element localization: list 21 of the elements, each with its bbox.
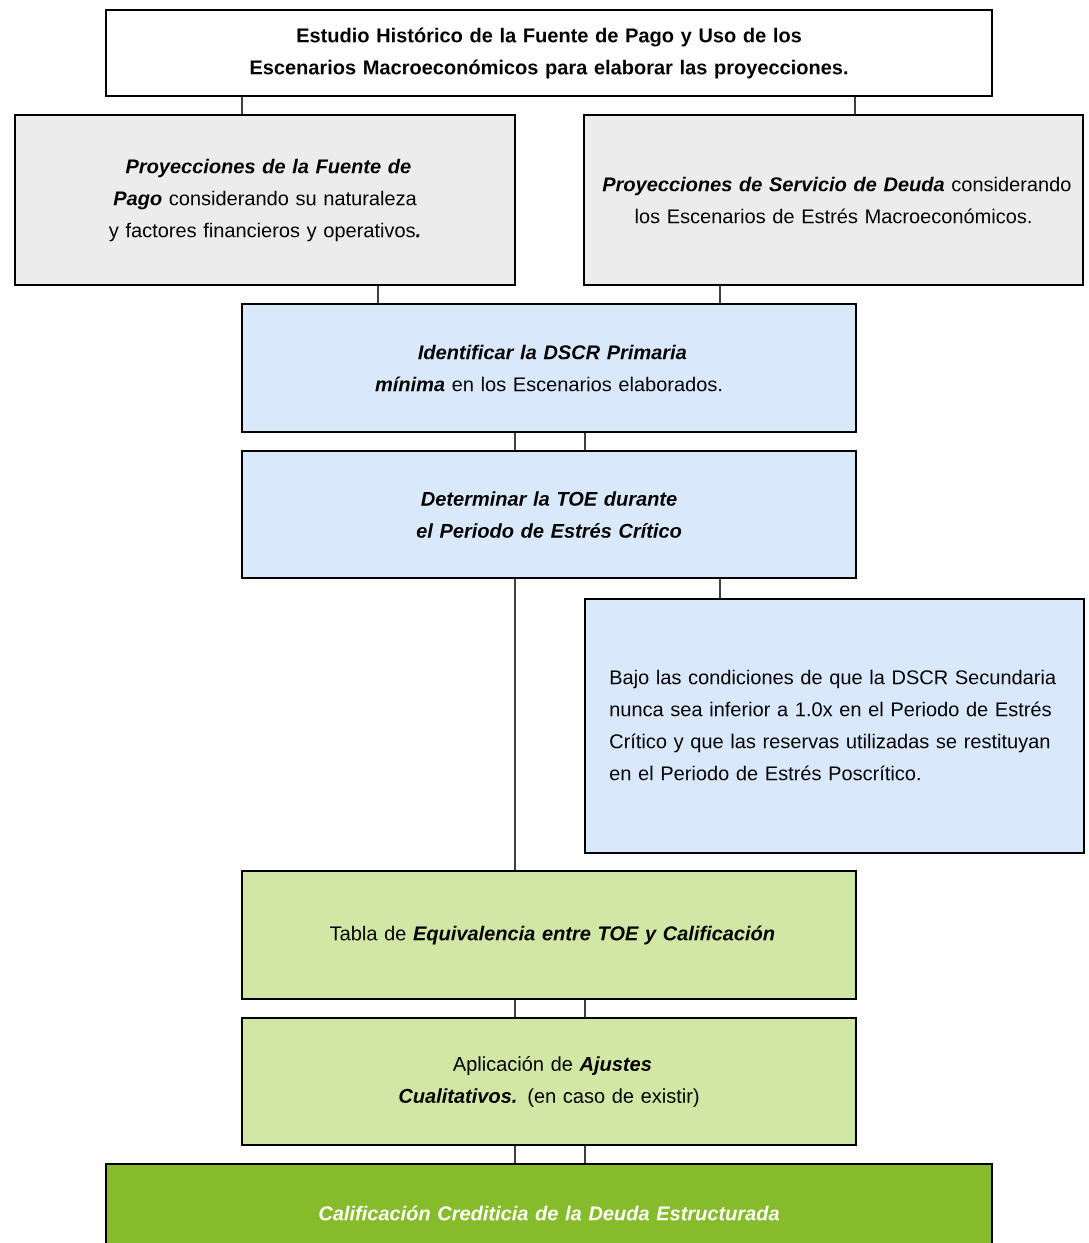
connector-line	[719, 578, 721, 599]
connector-line	[514, 999, 516, 1018]
connector-line	[514, 578, 516, 871]
process-box: Tabla de Equivalencia entre TOE y Calificación	[241, 870, 857, 1000]
result-box: Calificación Crediticia de la Deuda Estructurada	[105, 1163, 993, 1243]
connector-line	[514, 1145, 516, 1164]
connector-line	[241, 96, 243, 115]
connector-line	[584, 432, 586, 451]
process-box: Estudio Histórico de la Fuente de Pago y Uso de los Escenarios Macroeconómicos para elaborar las proyecciones.	[105, 9, 993, 97]
process-box: Aplicación de Ajustes Cualitativos. (en caso de existir)	[241, 1017, 857, 1146]
connector-line	[514, 432, 516, 451]
process-box: Determinar la TOE durante el Periodo de Estrés Crítico	[241, 450, 857, 579]
process-box: Proyecciones de la Fuente de Pago considerando su naturaleza y factores financieros y operativos.	[14, 114, 516, 286]
connector-line	[584, 1145, 586, 1164]
connector-line	[719, 285, 721, 304]
connector-line	[377, 285, 379, 304]
condition-box: Bajo las condiciones de que la DSCR Secundaria nunca sea inferior a 1.0x en el Periodo de Estrés Crítico y que las reservas utilizadas se restituyan en el Periodo de Estrés Poscrítico.	[584, 598, 1085, 854]
connector-line	[854, 96, 856, 115]
process-box: Identificar la DSCR Primaria mínima en los Escenarios elaborados.	[241, 303, 857, 433]
process-box: Proyecciones de Servicio de Deuda considerando los Escenarios de Estrés Macroeconómicos.	[583, 114, 1084, 286]
connector-line	[584, 999, 586, 1018]
